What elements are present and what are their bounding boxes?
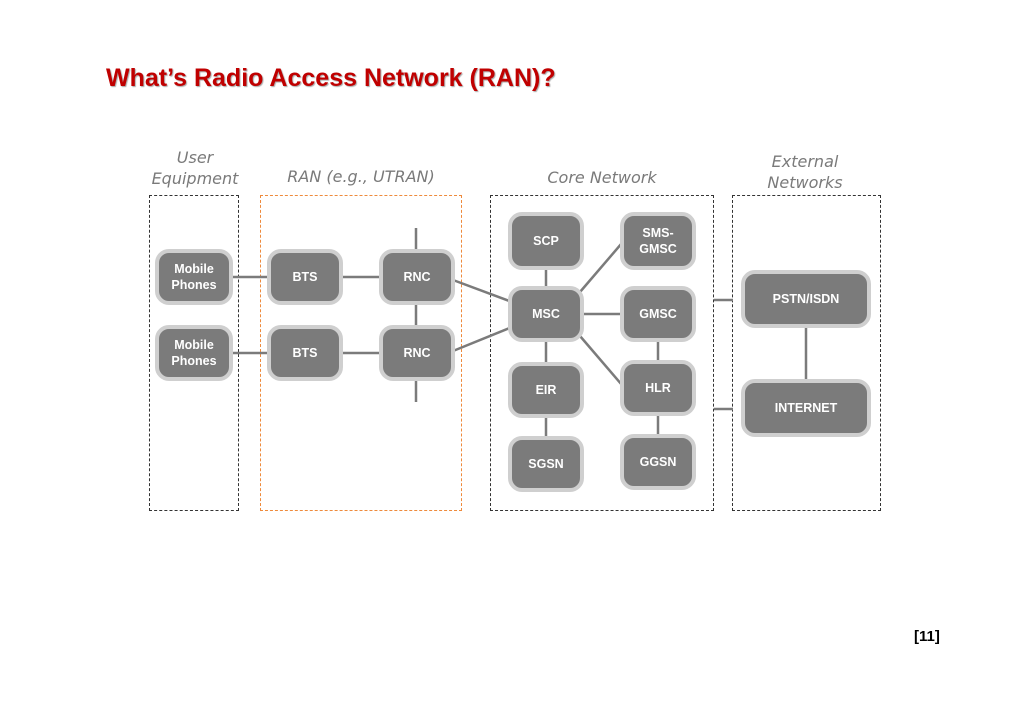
sms-gmsc-node: SMS- GMSC: [620, 212, 696, 270]
sgsn-node: SGSN: [508, 436, 584, 492]
bts-node-1: BTS: [267, 249, 343, 305]
link-msc-hlr: [579, 335, 623, 386]
user-equipment-label: User Equipment: [151, 148, 239, 188]
link-rnc-1-msc: [452, 278, 513, 304]
link-rnc-2-msc: [452, 325, 513, 353]
msc-node: MSC: [508, 286, 584, 342]
hlr-node: HLR: [620, 360, 696, 416]
ran-label: RAN (e.g., UTRAN): [287, 167, 435, 186]
link-msc-sms-gmsc: [579, 242, 623, 293]
gmsc-node: GMSC: [620, 286, 696, 342]
bts-node-2: BTS: [267, 325, 343, 381]
rnc-node-2: RNC: [379, 325, 455, 381]
mobile-phones-node-1: Mobile Phones: [155, 249, 233, 305]
external-networks-group: [732, 195, 881, 511]
internet-node: INTERNET: [741, 379, 871, 437]
external-networks-label: External Networks: [767, 152, 843, 192]
page-number: [11]: [914, 628, 940, 645]
slide-title: What’s Radio Access Network (RAN)?: [106, 64, 556, 92]
core-network-label: Core Network: [547, 168, 657, 187]
eir-node: EIR: [508, 362, 584, 418]
rnc-node-1: RNC: [379, 249, 455, 305]
ggsn-node: GGSN: [620, 434, 696, 490]
mobile-phones-node-2: Mobile Phones: [155, 325, 233, 381]
core-network-group: [490, 195, 714, 511]
pstn-isdn-node: PSTN/ISDN: [741, 270, 871, 328]
scp-node: SCP: [508, 212, 584, 270]
